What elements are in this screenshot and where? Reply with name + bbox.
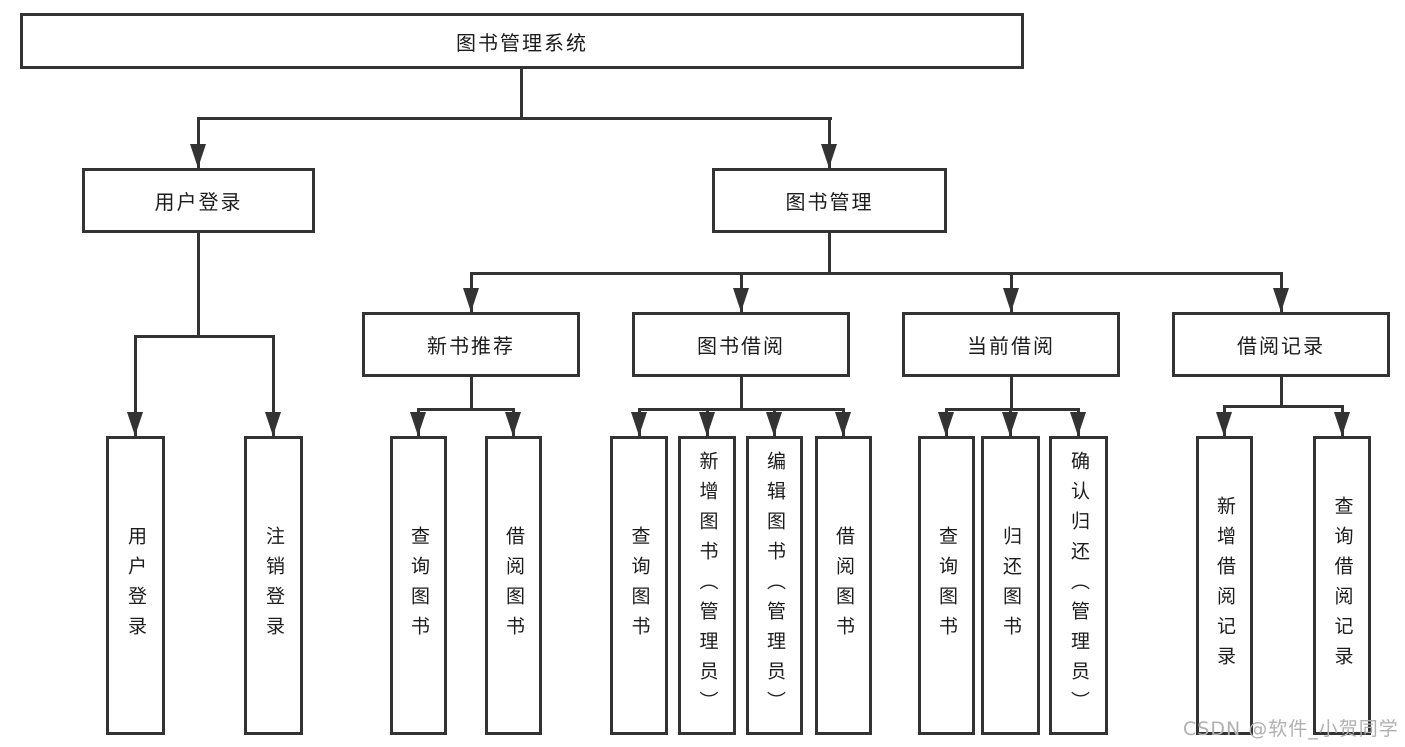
- node-label: 编辑图书（管理员）: [764, 450, 786, 721]
- arrowhead-down-icon: [1273, 288, 1289, 312]
- leaf-logout: 注销登录: [244, 436, 303, 735]
- arrowhead-down-icon: [938, 412, 954, 436]
- connector-vline: [197, 117, 200, 168]
- watermark: CSDN @软件_小贺同学: [1183, 718, 1399, 740]
- connector-hline: [638, 408, 845, 411]
- arrowhead-down-icon: [1216, 412, 1232, 436]
- arrowhead-down-icon: [1003, 288, 1019, 312]
- connector-vline: [828, 233, 831, 275]
- leaf-cb-confirm-return-admin: 确认归还（管理员）: [1049, 436, 1108, 735]
- connector-vline: [470, 377, 473, 411]
- node-label: 图书借阅: [697, 334, 785, 358]
- connector-hline: [197, 117, 832, 120]
- node-current-borrow: 当前借阅: [902, 312, 1120, 377]
- node-label: 查询图书: [408, 525, 430, 646]
- connector-hline: [134, 335, 275, 338]
- node-label: 新增借阅记录: [1214, 495, 1236, 676]
- node-label: 用户登录: [125, 525, 147, 646]
- leaf-cb-query-book: 查询图书: [918, 436, 975, 735]
- node-label: 归还图书: [1000, 525, 1022, 646]
- connector-hline: [945, 408, 1080, 411]
- arrowhead-down-icon: [835, 412, 851, 436]
- leaf-nbr-borrow-book: 借阅图书: [485, 436, 542, 735]
- connector-vline: [1010, 377, 1013, 411]
- node-label: 新增图书（管理员）: [696, 450, 719, 721]
- node-label: 新书推荐: [427, 334, 515, 358]
- arrowhead-down-icon: [190, 144, 206, 168]
- leaf-br-query-record: 查询借阅记录: [1313, 436, 1371, 735]
- leaf-bb-edit-book-admin: 编辑图书（管理员）: [746, 436, 803, 735]
- arrowhead-down-icon: [463, 288, 479, 312]
- node-label: 借阅记录: [1237, 334, 1325, 358]
- leaf-bb-add-book-admin: 新增图书（管理员）: [678, 436, 736, 735]
- node-borrow-record: 借阅记录: [1172, 312, 1390, 377]
- leaf-nbr-query-book: 查询图书: [390, 436, 447, 735]
- node-label: 借阅图书: [833, 525, 855, 646]
- connector-hline: [470, 272, 1283, 275]
- arrowhead-down-icon: [766, 412, 782, 436]
- node-label: 确认归还（管理员）: [1068, 450, 1090, 721]
- arrowhead-down-icon: [1070, 412, 1086, 436]
- node-label: 注销登录: [263, 525, 285, 646]
- connector-vline: [197, 233, 200, 338]
- node-label: 图书管理系统: [456, 30, 588, 55]
- leaf-bb-borrow-book: 借阅图书: [815, 436, 872, 735]
- connector-hline: [1223, 405, 1344, 408]
- arrowhead-down-icon: [265, 412, 281, 436]
- connector-vline: [828, 117, 831, 168]
- leaf-user-login: 用户登录: [106, 436, 165, 735]
- node-new-book-recommend: 新书推荐: [362, 312, 580, 377]
- leaf-cb-return-book: 归还图书: [981, 436, 1040, 735]
- node-book-borrow: 图书借阅: [632, 312, 850, 377]
- connector-vline: [520, 69, 523, 120]
- node-label: 查询借阅记录: [1331, 495, 1354, 676]
- node-user-login: 用户登录: [82, 168, 315, 233]
- connector-vline: [134, 335, 137, 436]
- connector-vline: [1280, 377, 1283, 408]
- node-label: 查询图书: [628, 525, 651, 646]
- node-label: 当前借阅: [967, 334, 1055, 358]
- connector-vline: [272, 335, 275, 436]
- node-label: 查询图书: [936, 525, 958, 646]
- node-system-root: 图书管理系统: [20, 13, 1024, 69]
- arrowhead-down-icon: [631, 412, 647, 436]
- leaf-bb-query-book: 查询图书: [610, 436, 668, 735]
- arrowhead-down-icon: [1334, 412, 1350, 436]
- arrowhead-down-icon: [699, 412, 715, 436]
- arrowhead-down-icon: [821, 144, 837, 168]
- arrowhead-down-icon: [1002, 412, 1018, 436]
- arrowhead-down-icon: [733, 288, 749, 312]
- arrowhead-down-icon: [410, 412, 426, 436]
- node-book-management: 图书管理: [712, 168, 947, 233]
- leaf-br-add-record: 新增借阅记录: [1196, 436, 1253, 735]
- connector-hline: [417, 408, 515, 411]
- arrowhead-down-icon: [505, 412, 521, 436]
- node-label: 借阅图书: [503, 525, 525, 646]
- connector-vline: [740, 377, 743, 411]
- node-label: 用户登录: [154, 190, 243, 214]
- arrowhead-down-icon: [127, 412, 143, 436]
- node-label: 图书管理: [785, 190, 874, 214]
